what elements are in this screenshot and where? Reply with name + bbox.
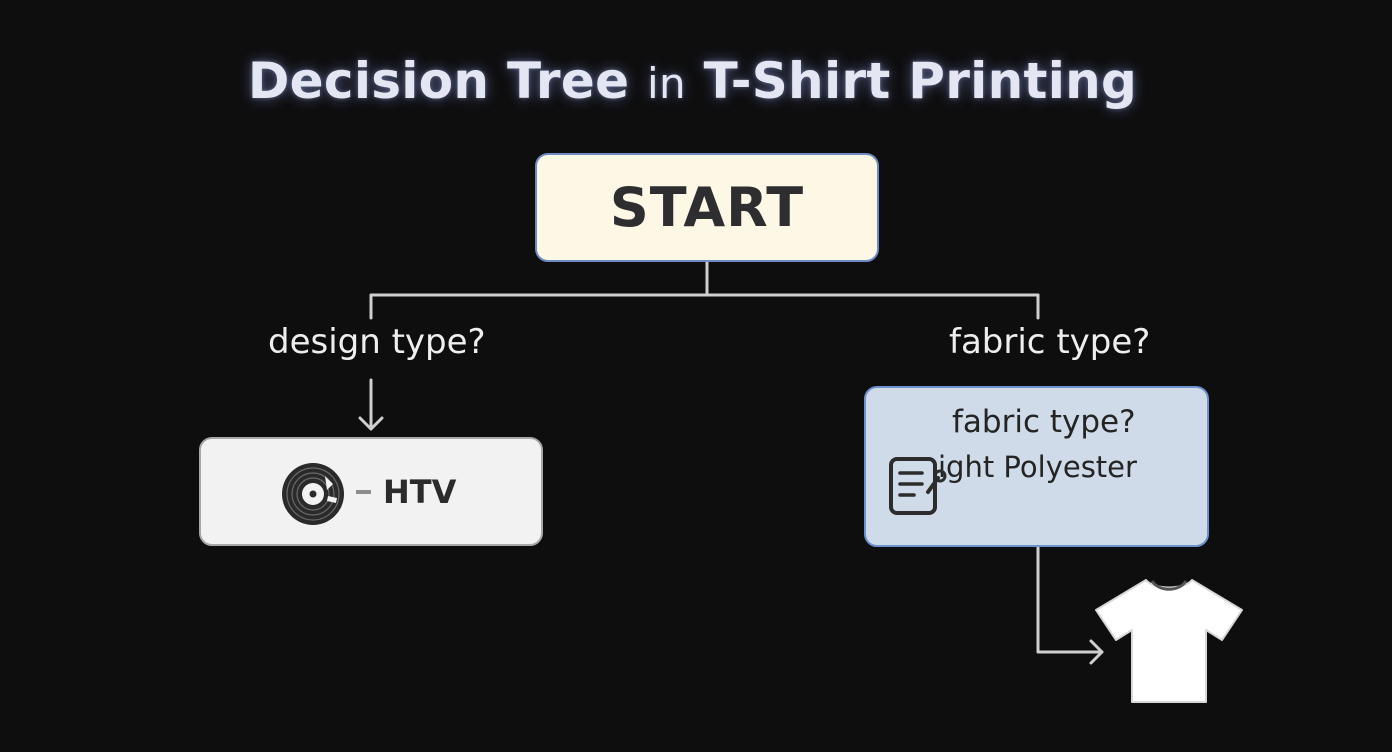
start-node-label: START <box>609 176 805 239</box>
htv-node-label: HTV <box>383 473 457 511</box>
fabric-node-subtitle: ight Polyester <box>938 450 1137 484</box>
branch-label-design-type: design type? <box>268 322 486 362</box>
connector-shirt-arrowhead <box>1089 639 1104 665</box>
title-part-3: T-Shirt Printing <box>703 52 1138 110</box>
document-link-icon <box>889 457 947 515</box>
htv-dash <box>356 490 371 494</box>
branch-label-fabric-type: fabric type? <box>949 322 1151 362</box>
vinyl-disc-icon <box>282 463 344 525</box>
fabric-node-title: fabric type? <box>952 404 1136 440</box>
title-part-2: in <box>647 59 686 108</box>
htv-node[interactable] <box>199 437 543 546</box>
t-shirt-icon <box>1095 579 1243 703</box>
connector-fabric-to-shirt <box>1036 545 1104 654</box>
title-part-1: Decision Tree <box>247 52 630 110</box>
connector-left-arrowhead <box>358 416 384 431</box>
start-node[interactable]: START <box>535 153 879 262</box>
diagram-title: Decision Tree in T-Shirt Printing <box>0 52 1385 110</box>
